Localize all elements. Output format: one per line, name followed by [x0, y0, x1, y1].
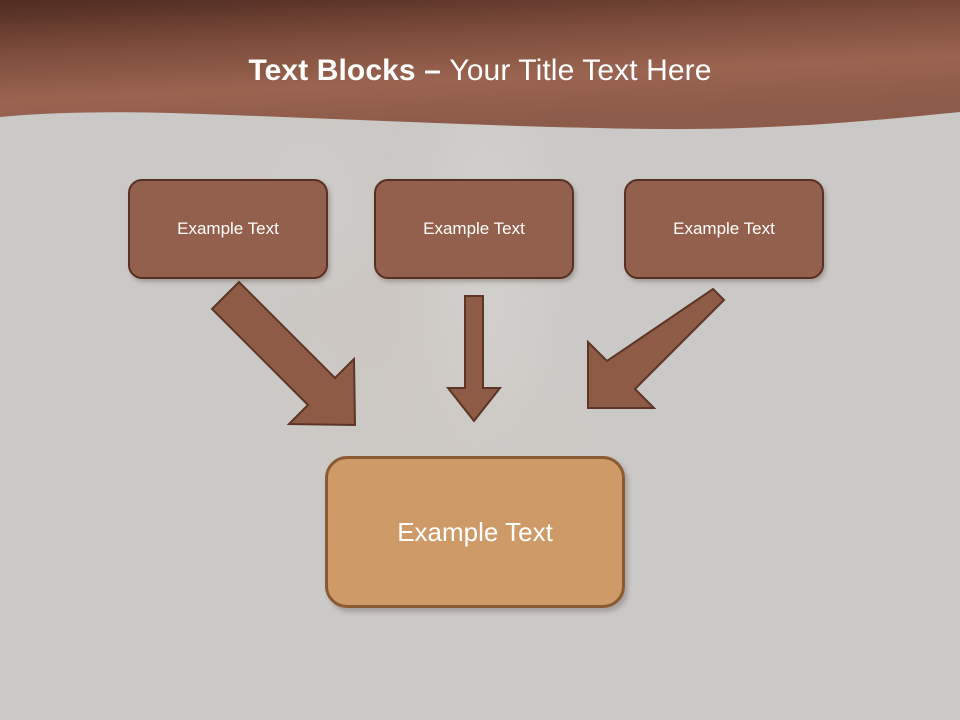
page-title-strong: Text Blocks	[248, 54, 425, 87]
page-title-rest: Your Title Text Here	[449, 54, 712, 87]
text-block-1[interactable]: Example Text	[128, 179, 328, 279]
result-block-label: Example Text	[397, 516, 553, 547]
result-block[interactable]: Example Text	[325, 456, 625, 608]
text-block-2[interactable]: Example Text	[374, 179, 574, 279]
page-title: Text Blocks – Your Title Text Here	[0, 52, 960, 90]
text-block-3[interactable]: Example Text	[624, 179, 824, 279]
header-band	[0, 0, 960, 140]
text-block-1-label: Example Text	[177, 219, 279, 238]
text-block-2-label: Example Text	[423, 219, 525, 238]
page-title-separator: –	[424, 54, 450, 87]
text-block-3-label: Example Text	[673, 219, 775, 238]
